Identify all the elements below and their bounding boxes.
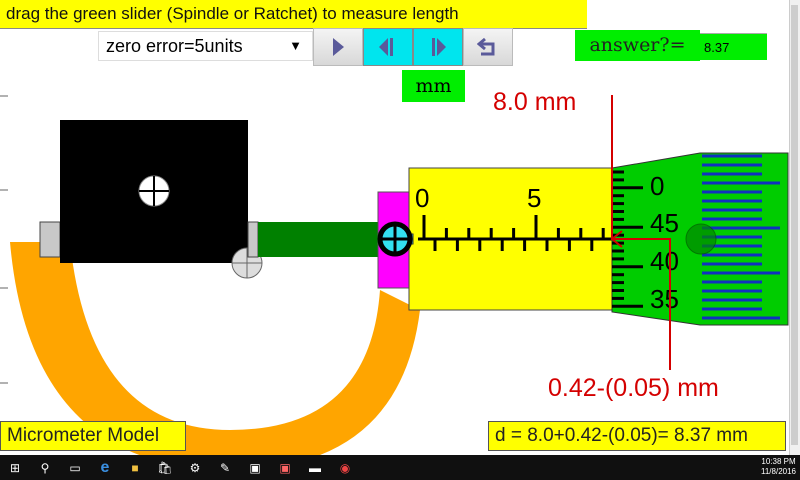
search-icon[interactable]: ⚲ <box>40 460 50 475</box>
svg-text:0: 0 <box>650 171 664 201</box>
ejs-icon[interactable]: ▣ <box>279 460 291 475</box>
thimble-reading: 0.42-(0.05) mm <box>548 374 719 402</box>
select-value: zero error=5units <box>106 36 243 56</box>
edge-icon[interactable]: e <box>100 458 110 476</box>
result-formula: d = 8.0+0.42-(0.05)= 8.37 mm <box>488 421 786 451</box>
model-title: Micrometer Model <box>0 421 186 451</box>
unit-label: mm <box>402 70 465 102</box>
paint-icon[interactable]: ✎ <box>219 460 231 475</box>
instruction-banner: drag the green slider (Spindle or Ratche… <box>0 0 587 29</box>
anvil <box>39 221 61 258</box>
chrome-icon[interactable]: ◉ <box>339 460 351 475</box>
terminal-icon[interactable]: ▬ <box>309 460 321 475</box>
svg-text:0: 0 <box>415 183 429 213</box>
store-icon[interactable]: 🛍 <box>157 460 173 475</box>
task-view-icon[interactable]: ▭ <box>69 460 81 475</box>
svg-text:35: 35 <box>650 284 679 314</box>
chevron-down-icon: ▼ <box>289 38 302 53</box>
ejs-icon[interactable]: ▣ <box>249 460 261 475</box>
ratchet-knob-icon[interactable] <box>377 221 413 257</box>
answer-label: answer?= <box>575 30 700 61</box>
step-forward-icon <box>432 38 446 56</box>
play-button[interactable] <box>313 28 363 66</box>
svg-text:5: 5 <box>527 183 541 213</box>
step-back-button[interactable] <box>363 28 413 66</box>
spindle[interactable] <box>258 222 380 257</box>
play-icon <box>333 38 344 56</box>
svg-text:40: 40 <box>650 246 679 276</box>
main-scale-reading: 8.0 mm <box>493 88 577 116</box>
zero-error-select[interactable]: zero error=5units ▼ <box>98 31 313 61</box>
answer-input[interactable]: 8.37 <box>700 33 767 60</box>
screw-icon <box>138 175 170 207</box>
c-frame <box>10 242 420 455</box>
scrollbar-thumb[interactable] <box>791 5 798 445</box>
step-forward-button[interactable] <box>413 28 463 66</box>
step-back-icon <box>379 38 393 56</box>
start-icon[interactable]: ⊞ <box>9 460 21 475</box>
svg-text:45: 45 <box>650 208 679 238</box>
micrometer-drawing: 0 5 0 45 40 35 <box>0 95 789 455</box>
settings-icon[interactable]: ⚙ <box>189 460 201 475</box>
folder-icon[interactable]: ■ <box>131 460 139 475</box>
reset-button[interactable] <box>463 28 513 66</box>
reset-icon <box>477 37 495 56</box>
